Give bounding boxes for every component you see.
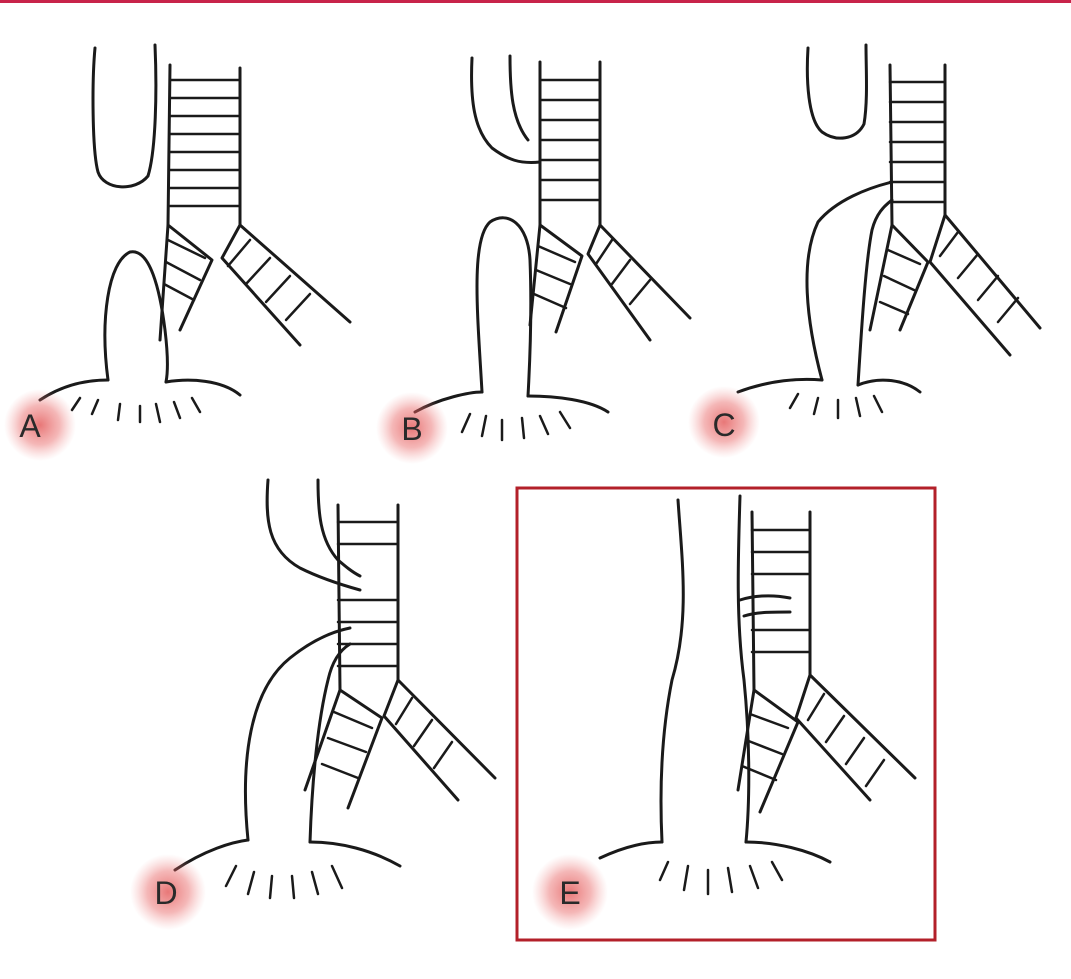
esophagus-lower-pouch [105, 252, 167, 382]
stomach-outline [738, 379, 920, 392]
trachea [305, 505, 340, 790]
panel-d [175, 480, 495, 898]
stomach-rugae [462, 412, 570, 440]
esophagus-lower-pouch [477, 218, 531, 396]
stomach-outline [415, 392, 608, 412]
esophagus-upper-fistula [267, 480, 360, 590]
stomach-rugae [660, 862, 782, 894]
panel-b [415, 56, 690, 440]
panel-label-c: C [712, 407, 735, 443]
esophagus-upper-pouch [472, 56, 540, 162]
esophagus-upper-pouch [807, 45, 866, 138]
stomach-outline [175, 840, 400, 870]
panel-a [40, 45, 350, 422]
stomach-rugae [72, 398, 200, 422]
panel-label-e: E [559, 875, 580, 911]
stomach-rugae [790, 394, 882, 418]
trachea-rings [534, 80, 650, 308]
panel-label-b: B [401, 411, 422, 447]
trachea [870, 65, 892, 330]
label-glows [4, 386, 760, 930]
panel-e [600, 496, 915, 894]
tracheoesophageal-fistula [740, 596, 790, 616]
trachea-rings [742, 530, 884, 786]
esophagus-upper-pouch [93, 45, 156, 187]
esophagus [661, 496, 749, 842]
esophagus-lower-fistula [245, 628, 350, 842]
trachea [160, 65, 170, 340]
stomach-outline [40, 380, 240, 400]
panel-label-a: A [19, 408, 41, 444]
panel-label-d: D [154, 875, 177, 911]
trachea-rings [164, 80, 310, 320]
stomach-outline [600, 842, 830, 862]
panel-c [738, 45, 1040, 418]
stomach-rugae [226, 866, 342, 898]
